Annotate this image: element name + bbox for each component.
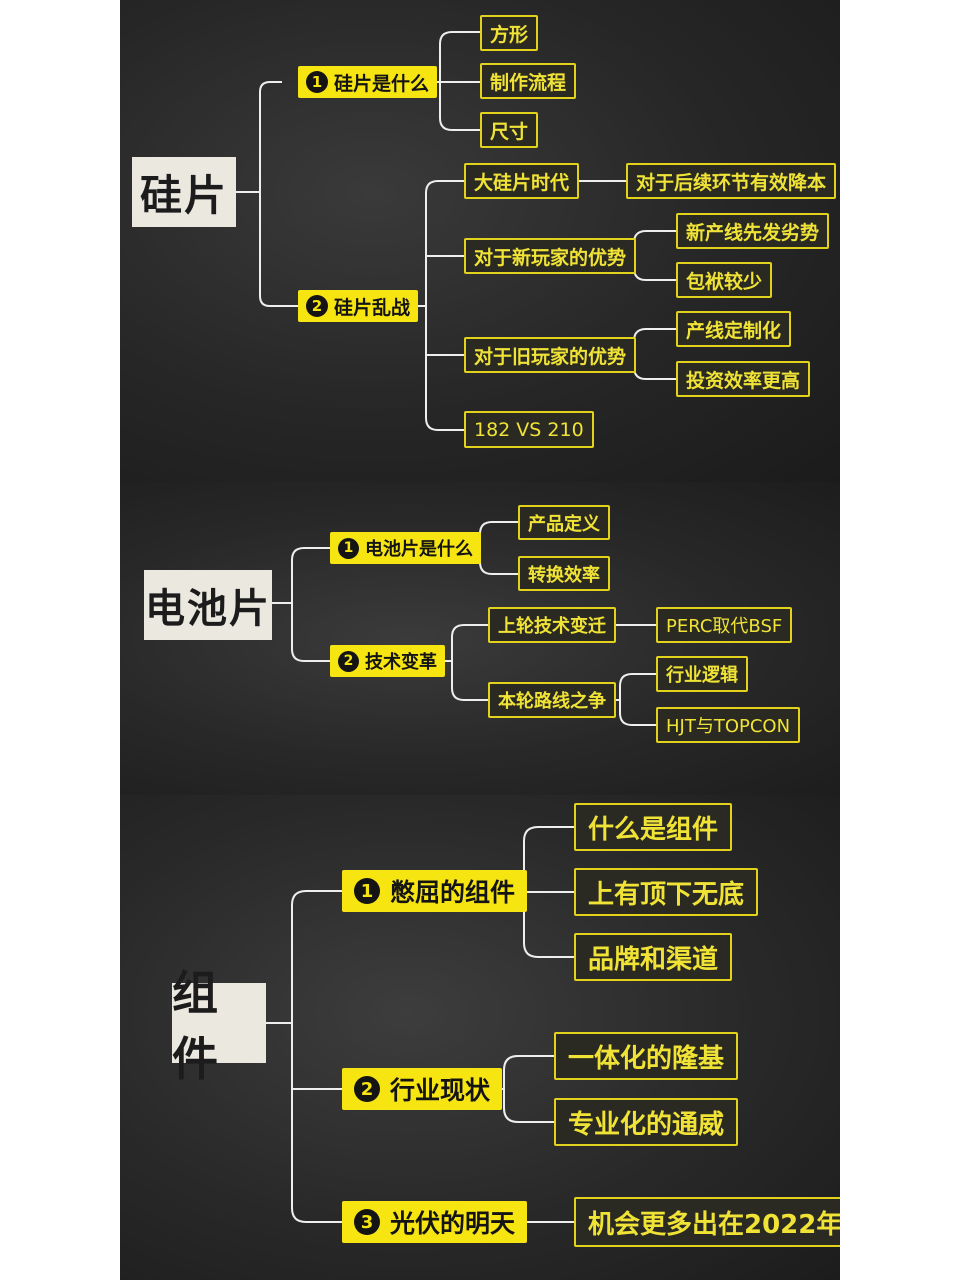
leaf-node: HJT与TOPCON [656,707,801,743]
leaf-node: 上有顶下无底 [574,868,759,916]
hub-node-2: 2 技术变革 [330,645,445,677]
hub-label: 光伏的明天 [390,1209,516,1238]
hub-node-1: 1 电池片是什么 [330,532,481,564]
sub-node: 大硅片时代 [464,163,580,199]
sub-node: 对于旧玩家的优势 [464,337,637,373]
hub-label: 憋屈的组件 [390,878,516,907]
hub-number: 2 [306,295,328,317]
leaf-node: 方形 [480,15,539,51]
hub-label: 硅片乱战 [334,296,411,319]
section-silicon-wafer: 硅片 1 硅片是什么 2 硅片乱战 方形 制作流程 尺寸 大硅片时代 对于后续环… [120,0,840,482]
sub-node: 本轮路线之争 [488,682,616,718]
leaf-node: 专业化的通威 [554,1098,739,1146]
root-node: 硅片 [132,157,236,227]
leaf-node: 品牌和渠道 [574,933,733,981]
hub-number: 2 [354,1076,380,1102]
leaf-node: PERC取代BSF [656,607,793,643]
hub-number: 1 [354,878,380,904]
hub-label: 电池片是什么 [365,539,473,560]
hub-number: 2 [338,650,359,672]
leaf-node: 尺寸 [480,112,539,148]
hub-node-2: 2 行业现状 [342,1068,503,1110]
leaf-node: 包袱较少 [676,262,773,298]
section-module: 组件 1 憋屈的组件 2 行业现状 3 光伏的明天 什么是组件 上有顶下无底 品… [120,795,840,1280]
hub-number: 1 [338,537,359,559]
leaf-node: 新产线先发劣势 [676,213,830,249]
leaf-node: 什么是组件 [574,803,733,851]
hub-node-1: 1 硅片是什么 [298,66,438,98]
hub-number: 3 [354,1209,380,1235]
sub-node: 上轮技术变迁 [488,607,616,643]
leaf-node: 投资效率更高 [676,361,811,397]
hub-node-3: 3 光伏的明天 [342,1201,528,1243]
hub-label: 硅片是什么 [334,72,430,95]
sub-node: 对于新玩家的优势 [464,238,637,274]
hub-label: 行业现状 [390,1076,491,1105]
hub-node-1: 1 憋屈的组件 [342,870,528,912]
leaf-node: 一体化的隆基 [554,1032,739,1080]
leaf-node: 产品定义 [518,505,610,540]
hub-label: 技术变革 [365,652,437,673]
leaf-node: 行业逻辑 [656,656,748,692]
leaf-node: 对于后续环节有效降本 [626,163,837,199]
sub-node: 182 VS 210 [464,411,594,448]
leaf-node: 产线定制化 [676,311,792,347]
leaf-node: 转换效率 [518,556,610,591]
leaf-node: 制作流程 [480,63,577,99]
leaf-node: 机会更多出在2022年 [574,1197,840,1247]
root-node: 电池片 [144,570,272,640]
hub-number: 1 [306,71,328,93]
root-node: 组件 [172,966,266,1086]
hub-node-2: 2 硅片乱战 [298,290,419,322]
section-solar-cell: 电池片 1 电池片是什么 2 技术变革 产品定义 转换效率 上轮技术变迁 PER… [120,482,840,795]
